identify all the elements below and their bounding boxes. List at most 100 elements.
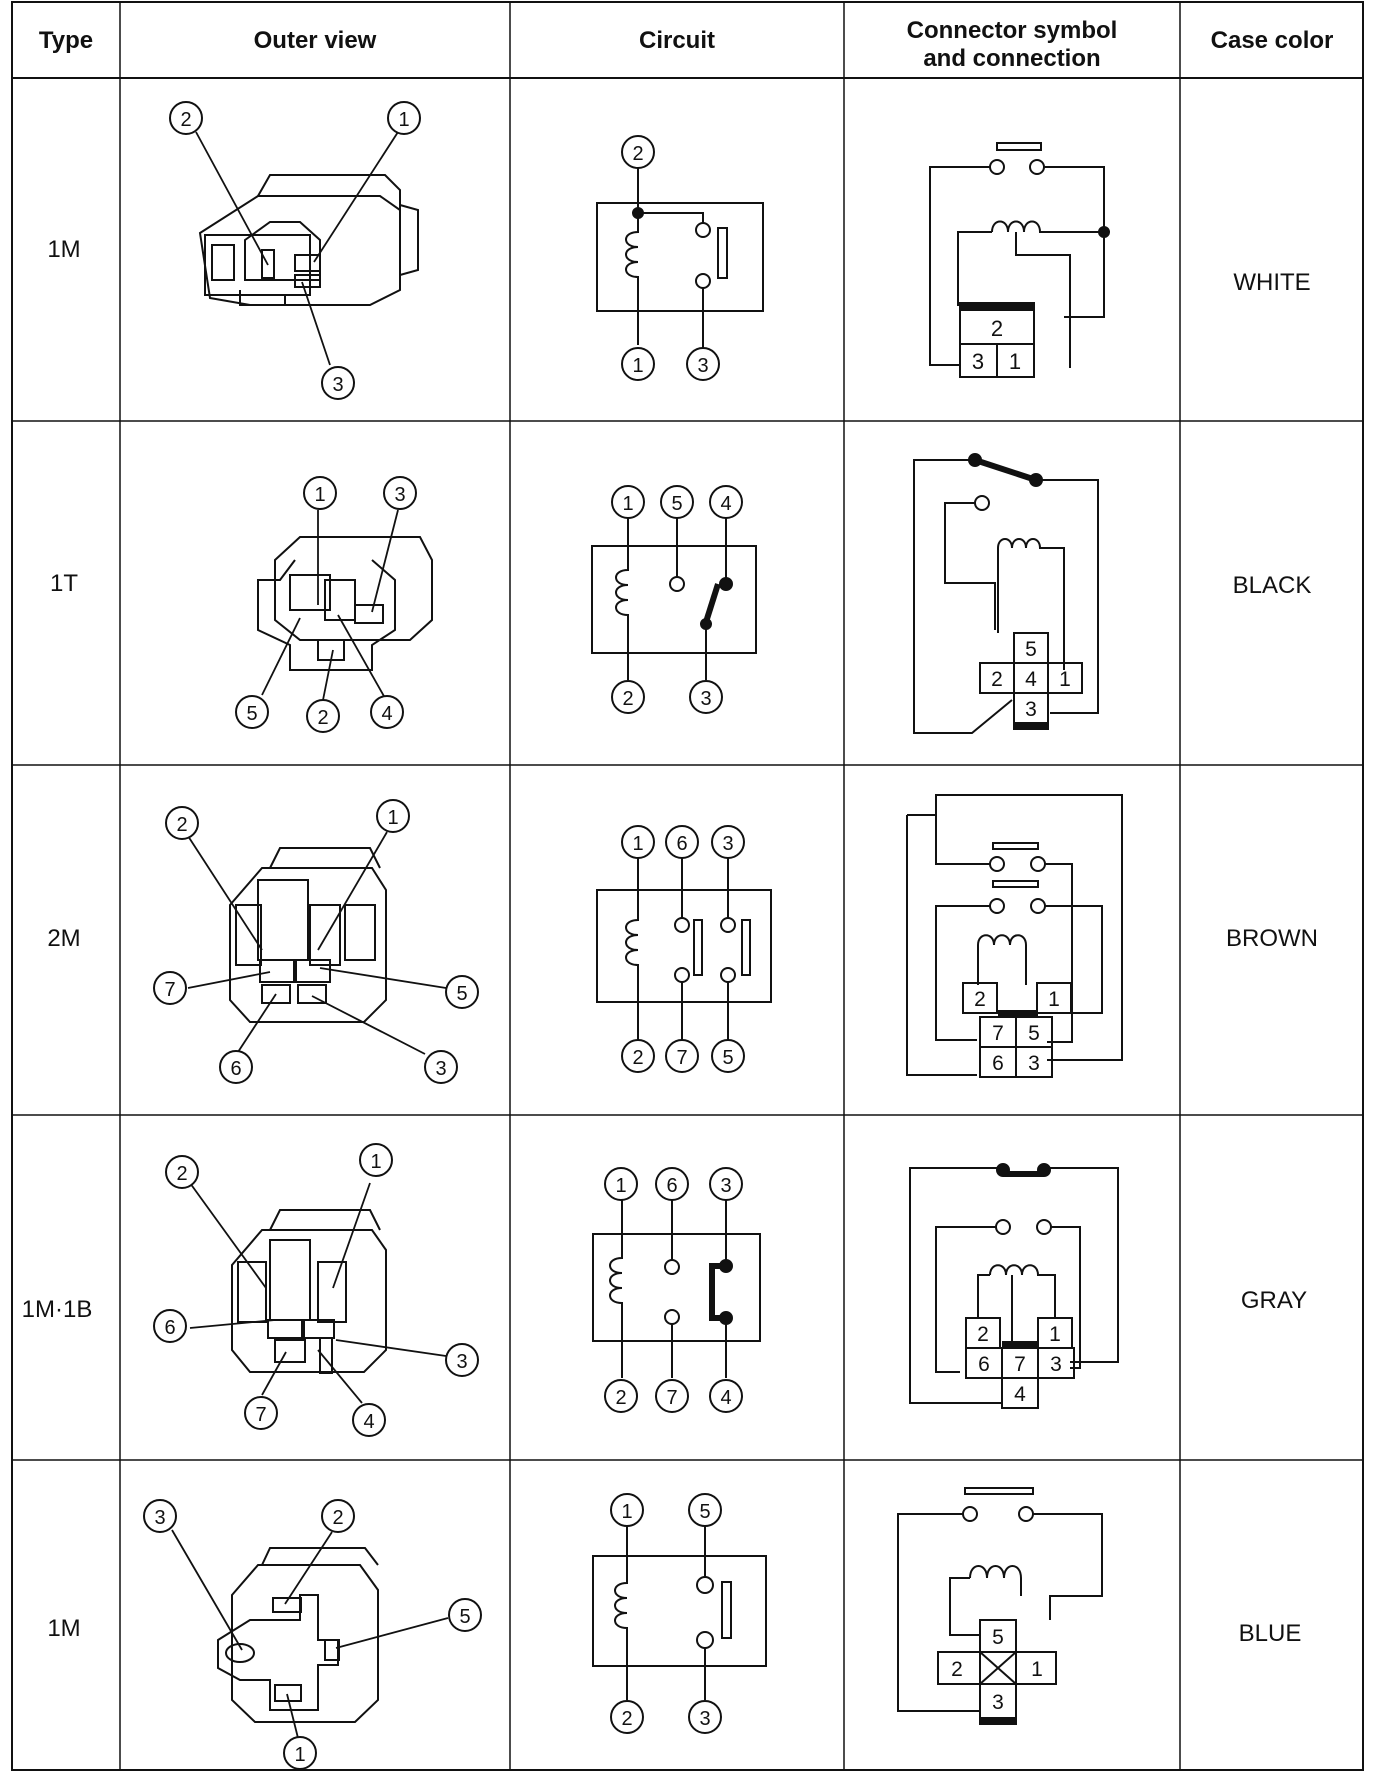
- callout-pin-2: 2: [169, 101, 203, 135]
- connector-pin-6: 6: [978, 1353, 990, 1376]
- circuit-terminal-5: 5: [711, 1039, 745, 1073]
- callout-pin-3: 3: [383, 476, 417, 510]
- callout-pin-1: 1: [303, 476, 337, 510]
- type-label: 1M: [47, 236, 80, 263]
- connector-pin-1: 1: [1031, 1658, 1043, 1681]
- circuit-terminal-5: 5: [660, 485, 694, 519]
- connector-2m-brown: 2 1 7 5 6 3: [906, 794, 1123, 1078]
- outer-view-1t-black: 1 3 5 2 4: [235, 476, 433, 733]
- header-circuit: Circuit: [639, 27, 715, 54]
- type-label: 2M: [47, 925, 80, 952]
- svg-text:3: 3: [722, 833, 733, 855]
- svg-text:3: 3: [456, 1351, 467, 1373]
- connector-pin-4: 4: [1014, 1383, 1026, 1406]
- svg-text:2: 2: [317, 707, 328, 729]
- svg-text:2: 2: [632, 1047, 643, 1069]
- connector-pin-3: 3: [972, 349, 984, 374]
- circuit-1m-white: 2 1 3: [596, 135, 764, 381]
- connector-pin-2: 2: [951, 1658, 963, 1681]
- circuit-terminal-1: 1: [611, 485, 645, 519]
- svg-text:1: 1: [632, 355, 643, 377]
- circuit-terminal-2: 2: [610, 1700, 644, 1734]
- svg-text:5: 5: [722, 1047, 733, 1069]
- connector-pin-7: 7: [1014, 1353, 1026, 1376]
- svg-text:4: 4: [381, 703, 392, 725]
- svg-text:5: 5: [246, 703, 257, 725]
- circuit-terminal-3: 3: [686, 347, 720, 381]
- svg-text:2: 2: [622, 688, 633, 710]
- circuit-terminal-1: 1: [610, 1493, 644, 1527]
- callout-pin-3: 3: [321, 366, 355, 400]
- callout-pin-7: 7: [153, 971, 187, 1005]
- svg-text:6: 6: [230, 1058, 241, 1080]
- svg-text:2: 2: [632, 143, 643, 165]
- callout-pin-3: 3: [143, 1499, 177, 1533]
- svg-text:1: 1: [370, 1151, 381, 1173]
- circuit-terminal-6: 6: [655, 1167, 689, 1201]
- connector-pin-5: 5: [992, 1626, 1004, 1649]
- connector-pin-1: 1: [1048, 988, 1060, 1011]
- connector-pin-6: 6: [992, 1052, 1004, 1075]
- connector-pin-3: 3: [1025, 698, 1037, 721]
- connector-pin-3: 3: [1050, 1353, 1062, 1376]
- callout-pin-6: 6: [219, 1050, 253, 1084]
- type-label: 1M: [47, 1615, 80, 1642]
- circuit-terminal-7: 7: [665, 1039, 699, 1073]
- header-case-color: Case color: [1211, 27, 1334, 54]
- circuit-terminal-4: 4: [709, 1379, 743, 1413]
- circuit-terminal-6: 6: [665, 825, 699, 859]
- callout-pin-2: 2: [165, 1155, 199, 1189]
- svg-text:7: 7: [676, 1047, 687, 1069]
- connector-1m1b-gray: 2 1 6 7 3 4: [909, 1163, 1119, 1409]
- header-connector-line2: and connection: [923, 45, 1100, 72]
- callout-pin-1: 1: [376, 799, 410, 833]
- header-type: Type: [39, 27, 93, 54]
- connector-pin-2: 2: [974, 988, 986, 1011]
- svg-text:3: 3: [394, 484, 405, 506]
- svg-text:5: 5: [671, 493, 682, 515]
- svg-text:4: 4: [720, 1387, 731, 1409]
- svg-text:7: 7: [164, 979, 175, 1001]
- svg-text:2: 2: [332, 1507, 343, 1529]
- outer-view-1m-blue: 3 2 5 1: [143, 1499, 482, 1770]
- callout-pin-3: 3: [445, 1343, 479, 1377]
- outer-view-1m1b-gray: 2 1 6 3 7 4: [153, 1143, 479, 1437]
- type-label: 1T: [50, 570, 78, 597]
- svg-text:1: 1: [621, 1501, 632, 1523]
- svg-text:3: 3: [332, 374, 343, 396]
- connector-1m-blue: 5 2 1 3: [897, 1487, 1103, 1725]
- connector-pin-2: 2: [991, 668, 1003, 691]
- svg-text:1: 1: [294, 1744, 305, 1766]
- callout-pin-5: 5: [445, 975, 479, 1009]
- svg-text:3: 3: [697, 355, 708, 377]
- circuit-terminal-1: 1: [604, 1167, 638, 1201]
- connector-pin-1: 1: [1049, 1323, 1061, 1346]
- header-connector-line1: Connector symbol: [907, 17, 1118, 44]
- connector-pin-2: 2: [977, 1323, 989, 1346]
- case-color-label: BLACK: [1233, 572, 1312, 599]
- svg-text:5: 5: [699, 1501, 710, 1523]
- callout-pin-5: 5: [448, 1598, 482, 1632]
- svg-text:6: 6: [666, 1175, 677, 1197]
- callout-pin-1: 1: [359, 1143, 393, 1177]
- connector-pin-2: 2: [991, 316, 1003, 341]
- callout-pin-2: 2: [165, 806, 199, 840]
- connector-pin-5: 5: [1028, 1022, 1040, 1045]
- circuit-terminal-2: 2: [604, 1379, 638, 1413]
- case-color-column: WHITE BLACK BROWN GRAY BLUE: [1226, 269, 1318, 1647]
- callout-pin-1: 1: [387, 101, 421, 135]
- connector-pin-7: 7: [992, 1022, 1004, 1045]
- outer-view-1m-white: 2 1 3: [169, 101, 421, 400]
- svg-text:7: 7: [666, 1387, 677, 1409]
- circuit-terminal-2: 2: [611, 680, 645, 714]
- circuit-2m-brown: 1 6 3 2 7 5: [596, 825, 772, 1073]
- callout-pin-2: 2: [306, 699, 340, 733]
- connector-pin-3: 3: [1028, 1052, 1040, 1075]
- circuit-terminal-1: 1: [621, 825, 655, 859]
- svg-text:3: 3: [435, 1058, 446, 1080]
- svg-text:6: 6: [676, 833, 687, 855]
- svg-text:2: 2: [176, 1163, 187, 1185]
- svg-text:3: 3: [699, 1708, 710, 1730]
- callout-pin-6: 6: [153, 1309, 187, 1343]
- circuit-terminal-3: 3: [709, 1167, 743, 1201]
